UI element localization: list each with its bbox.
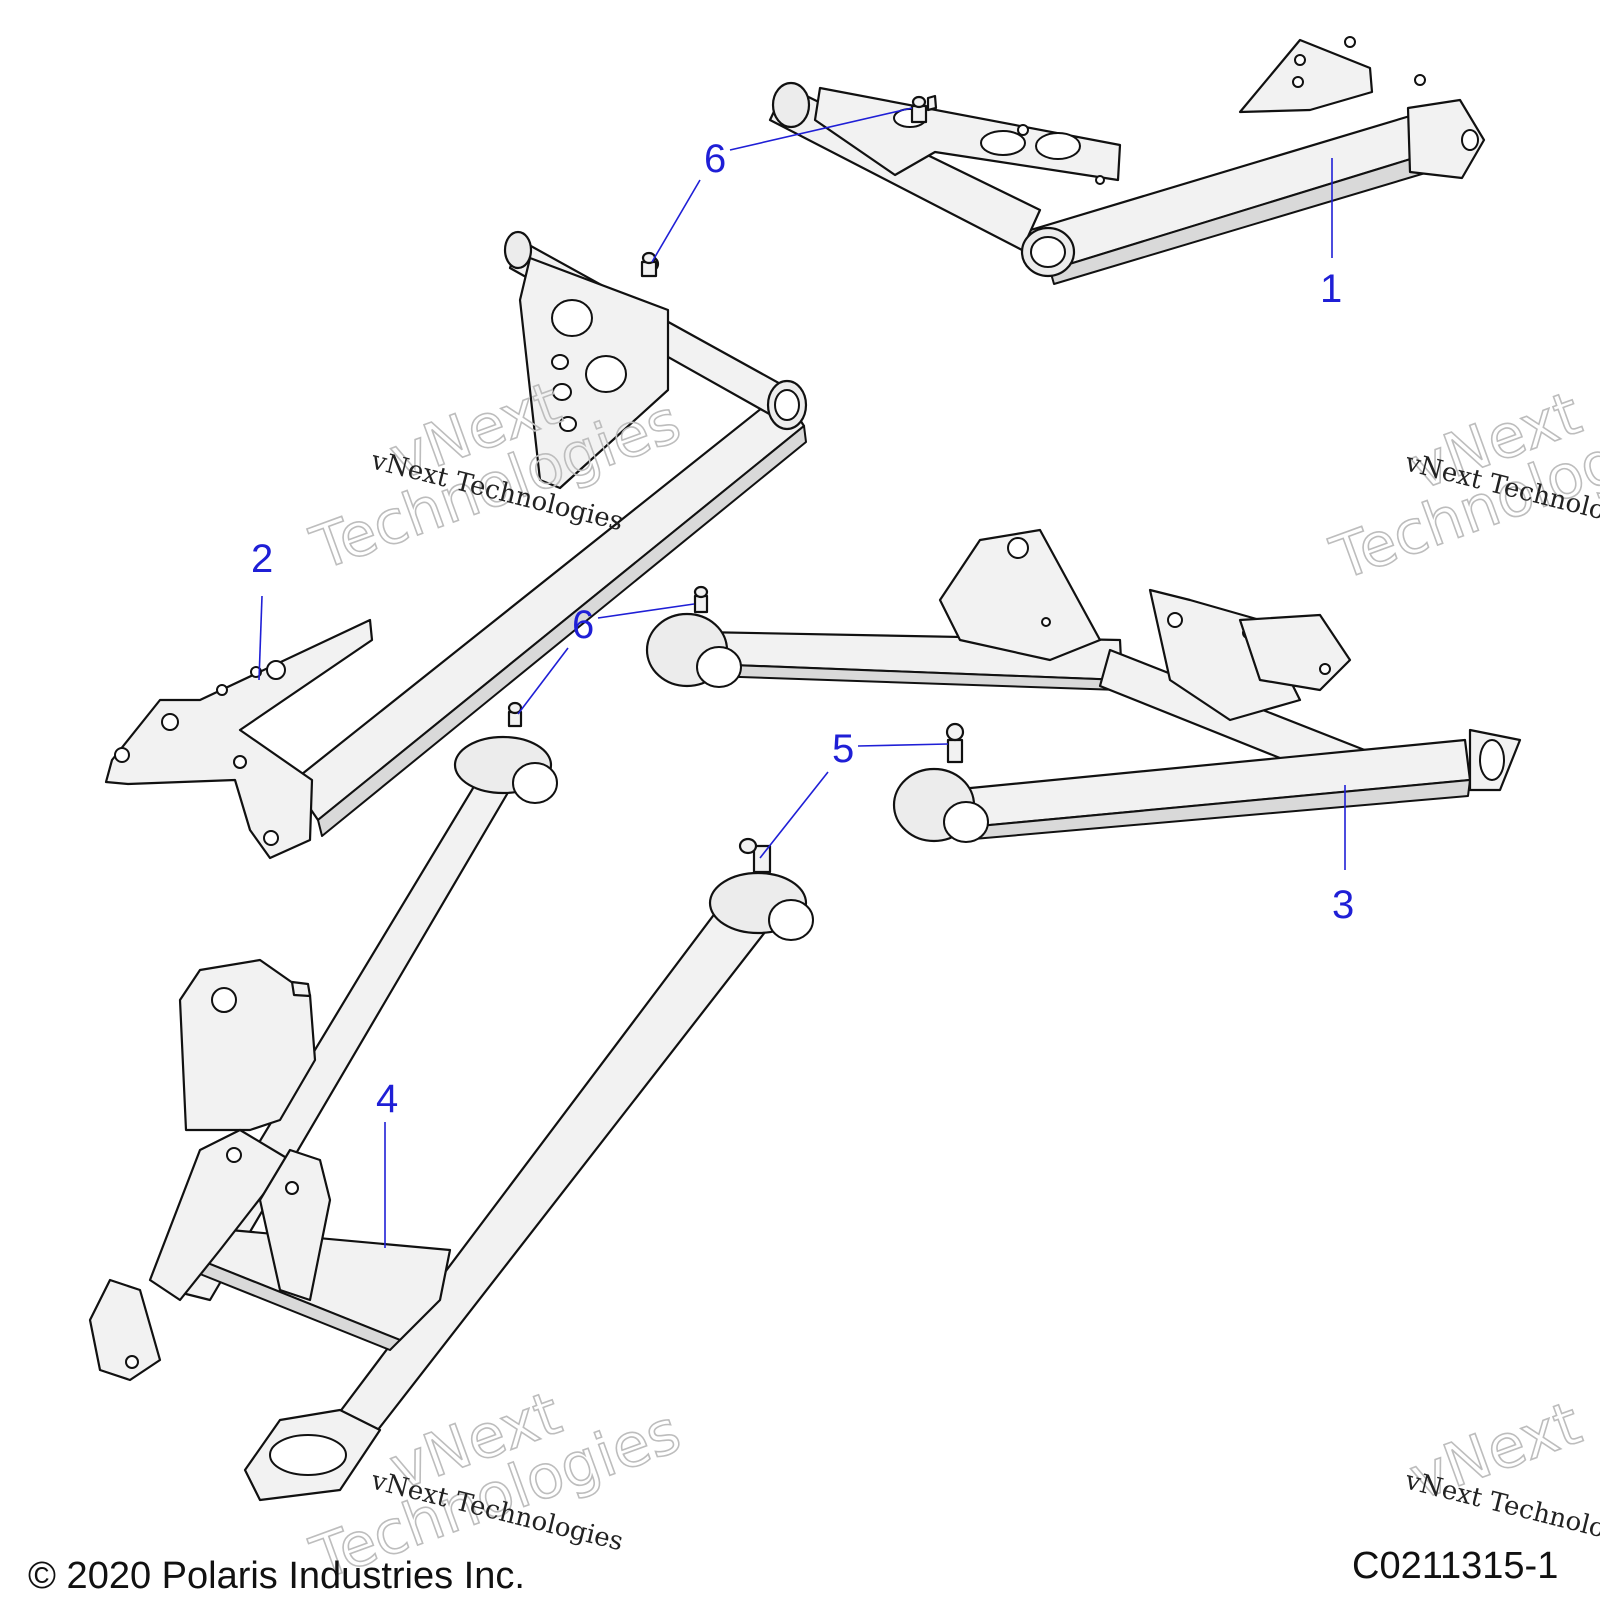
leader-6b-1 <box>597 603 695 619</box>
callout-6-lower: 6 <box>572 603 594 647</box>
leader-6a-2 <box>651 179 701 263</box>
callout-3: 3 <box>1332 883 1354 927</box>
part-4-lower-control-arm <box>88 735 814 1502</box>
leader-5a <box>857 743 949 747</box>
leader-6b-2 <box>517 647 569 715</box>
callout-2: 2 <box>251 537 273 581</box>
copyright-text: © 2020 Polaris Industries Inc. <box>28 1555 525 1597</box>
callout-5: 5 <box>832 727 854 771</box>
part-3-lower-control-arm <box>645 528 1522 843</box>
drawing-number: C0211315-1 <box>1352 1545 1558 1587</box>
callout-1: 1 <box>1320 267 1342 311</box>
leader-2 <box>258 595 263 681</box>
callouts: 1 2 3 4 5 6 6 <box>251 107 1354 1248</box>
callout-6-upper: 6 <box>704 137 726 181</box>
part-2-upper-control-arm <box>104 230 808 860</box>
watermarks: vNext Technologies vNext Technologies vN… <box>301 368 1600 1596</box>
callout-4: 4 <box>376 1077 398 1121</box>
leader-5b <box>759 771 829 859</box>
part-1-upper-control-arm <box>768 36 1486 285</box>
grease-fittings <box>507 95 965 874</box>
leader-6a-1 <box>729 107 913 151</box>
